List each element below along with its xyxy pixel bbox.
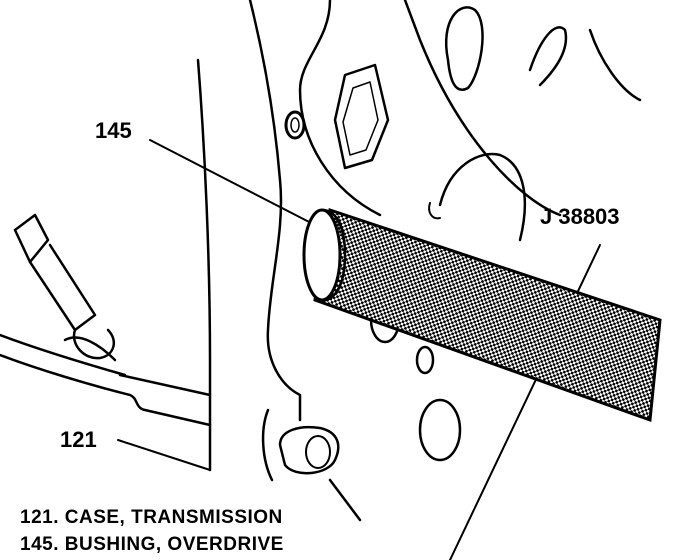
callout-121: 121 xyxy=(60,427,97,452)
lever-bracket xyxy=(13,213,50,264)
parts-legend: 121. CASE, TRANSMISSION 145. BUSHING, OV… xyxy=(20,504,284,558)
bushing-145 xyxy=(302,208,342,302)
case-housing-contour xyxy=(248,0,302,422)
case-boss xyxy=(278,426,340,475)
tool-j38803 xyxy=(302,208,662,423)
callout-tool: J 38803 xyxy=(540,204,620,229)
bolt-hole xyxy=(284,110,306,140)
case-bore xyxy=(438,152,526,242)
case-window xyxy=(333,63,390,170)
case-cavity xyxy=(298,0,382,217)
legend-item-bushing: 145. BUSHING, OVERDRIVE xyxy=(20,534,284,555)
callout-145: 145 xyxy=(95,118,132,143)
leader-145 xyxy=(149,139,316,226)
case-inner-wall xyxy=(196,58,212,472)
lower-port xyxy=(418,398,462,462)
leader-121 xyxy=(117,439,211,471)
legend-item-case: 121. CASE, TRANSMISSION xyxy=(20,507,283,528)
